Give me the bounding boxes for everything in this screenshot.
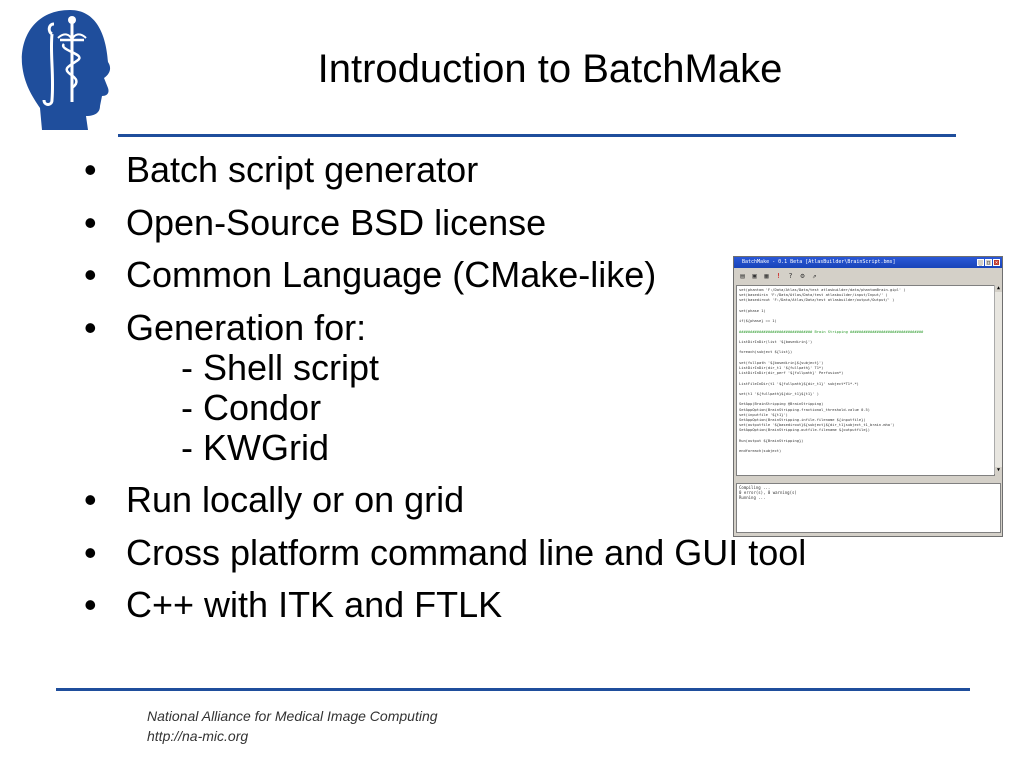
sub-item: - Shell script — [181, 346, 380, 388]
bullet-dot: • — [84, 149, 97, 190]
code-line: ListDirInDir(list '${basedirin}') — [739, 340, 813, 345]
minimize-icon: _ — [977, 259, 984, 266]
bullet-dot: • — [84, 254, 97, 295]
close-icon: × — [993, 259, 1000, 266]
bullet-item: • Open-Source BSD license — [84, 201, 914, 243]
scroll-down-icon: ▼ — [995, 467, 1002, 474]
output-console: Compiling ... 0 error(s), 0 warning(s) R… — [736, 483, 1001, 533]
open-icon: ▤ — [740, 271, 745, 280]
bullet-item: • Common Language (CMake-like) — [84, 255, 914, 295]
code-line: ListFileInDir(t1 '${fullpath}${dir_t1}' … — [739, 381, 859, 386]
save-as-icon: ▦ — [764, 271, 769, 280]
footer-url: http://na-mic.org — [147, 728, 249, 744]
bullet-item: • Cross platform command line and GUI too… — [84, 531, 914, 573]
code-line: set(inputfile '${t1}') — [739, 412, 788, 417]
save-icon: ▣ — [752, 271, 757, 280]
bullet-dot: • — [84, 201, 97, 243]
footer-divider — [56, 688, 970, 691]
console-line: 0 error(s), 0 warning(s) — [739, 490, 797, 495]
code-line: set(basedirin 'F:/Data/Atlas/Data/test a… — [739, 293, 888, 298]
title-divider — [118, 134, 956, 137]
code-line: set(outputfile '${basedirout}${subject}$… — [739, 423, 895, 428]
code-line: set(phase 1) — [739, 308, 766, 313]
bullet-text: C++ with ITK and FTLK — [126, 584, 503, 625]
bullet-text: Generation for: — [126, 306, 367, 348]
scroll-track — [995, 292, 1002, 467]
help-icon: ? — [788, 271, 793, 280]
bullet-text: Cross platform command line and GUI tool — [126, 531, 807, 573]
sub-item: - KWGrid — [181, 426, 329, 468]
code-line: SetAppOption(BrainStripping.outfile.file… — [739, 428, 870, 433]
console-line: Running ... — [739, 495, 766, 500]
code-line: ListDirInDir(dir_perf '${fullpath}' Perf… — [739, 371, 844, 376]
code-line: endforeach(subject) — [739, 449, 782, 454]
window-toolbar: ▤ ▣ ▦ ! ? ⚙ ⇗ — [734, 268, 1002, 284]
script-code: set(phantom 'F:/Data/Atlas/Data/test atl… — [737, 286, 994, 457]
sub-item: - Condor — [181, 386, 322, 428]
code-line: SetAppOption(BrainStripping.fractional_t… — [739, 407, 870, 412]
bullet-item: • Run locally or on grid — [84, 480, 914, 520]
maximize-icon: □ — [985, 259, 992, 266]
code-line: SetApp(BrainStripping @BrainStripping) — [739, 402, 824, 407]
console-line: Compiling ... — [739, 485, 771, 490]
compile-icon: ⚙ — [800, 271, 805, 280]
bullet-dot: • — [84, 479, 97, 520]
code-line: set(fullpath '${basedirin}${subject}') — [739, 360, 824, 365]
window-controls: _ □ × — [977, 259, 1000, 266]
code-line: set(basedirout 'F:/Data/Atlas/Data/test … — [739, 298, 895, 303]
bullet-item: • Generation for: - Shell script - Condor… — [84, 306, 914, 468]
bullet-dot: • — [84, 584, 97, 625]
footer-organization: National Alliance for Medical Image Comp… — [147, 708, 438, 724]
run-icon: ! — [776, 271, 781, 280]
editor-scrollbar: ▲ ▼ — [994, 285, 1002, 474]
bullet-item: • Batch script generator — [84, 150, 914, 190]
bullet-item: • C++ with ITK and FTLK — [84, 585, 914, 625]
bullet-dot: • — [84, 531, 97, 573]
bullet-text: Run locally or on grid — [126, 479, 465, 520]
code-line: set(phantom 'F:/Data/Atlas/Data/test atl… — [739, 288, 906, 292]
script-editor: set(phantom 'F:/Data/Atlas/Data/test atl… — [736, 285, 995, 476]
slide-title: Introduction to BatchMake — [317, 47, 783, 91]
window-title: BatchMake - 0.1 Beta [AtlasBuilder\Brain… — [742, 259, 896, 265]
code-line: set(t1 '${fullpath}${dir_t1}${t1}' ) — [739, 392, 819, 397]
bullet-list: • Batch script generator • Open-Source BSD… — [84, 150, 914, 638]
code-line: ################################# Brain … — [739, 329, 924, 334]
namic-logo — [21, 10, 111, 130]
batchmake-screenshot: BatchMake - 0.1 Beta [AtlasBuilder\Brain… — [733, 256, 1003, 537]
export-icon: ⇗ — [812, 271, 817, 280]
code-line: foreach(subject ${list}) — [739, 350, 793, 355]
footer: National Alliance for Medical Image Comp… — [147, 706, 438, 746]
window-titlebar: BatchMake - 0.1 Beta [AtlasBuilder\Brain… — [734, 257, 1002, 268]
code-line: ListDirInDir(dir_t1 '${fullpath}' T1*) — [739, 366, 824, 371]
bullet-text: Common Language (CMake-like) — [126, 254, 657, 295]
code-line: Run(output ${BrainStripping}) — [739, 438, 804, 443]
scroll-up-icon: ▲ — [995, 285, 1002, 292]
code-line: SetAppOption(BrainStripping.infile.filen… — [739, 418, 866, 423]
bullet-dot: • — [84, 306, 97, 348]
bullet-text: Batch script generator — [126, 149, 479, 190]
bullet-text: Open-Source BSD license — [126, 201, 547, 243]
code-line: if(${phase} == 1) — [739, 319, 777, 324]
